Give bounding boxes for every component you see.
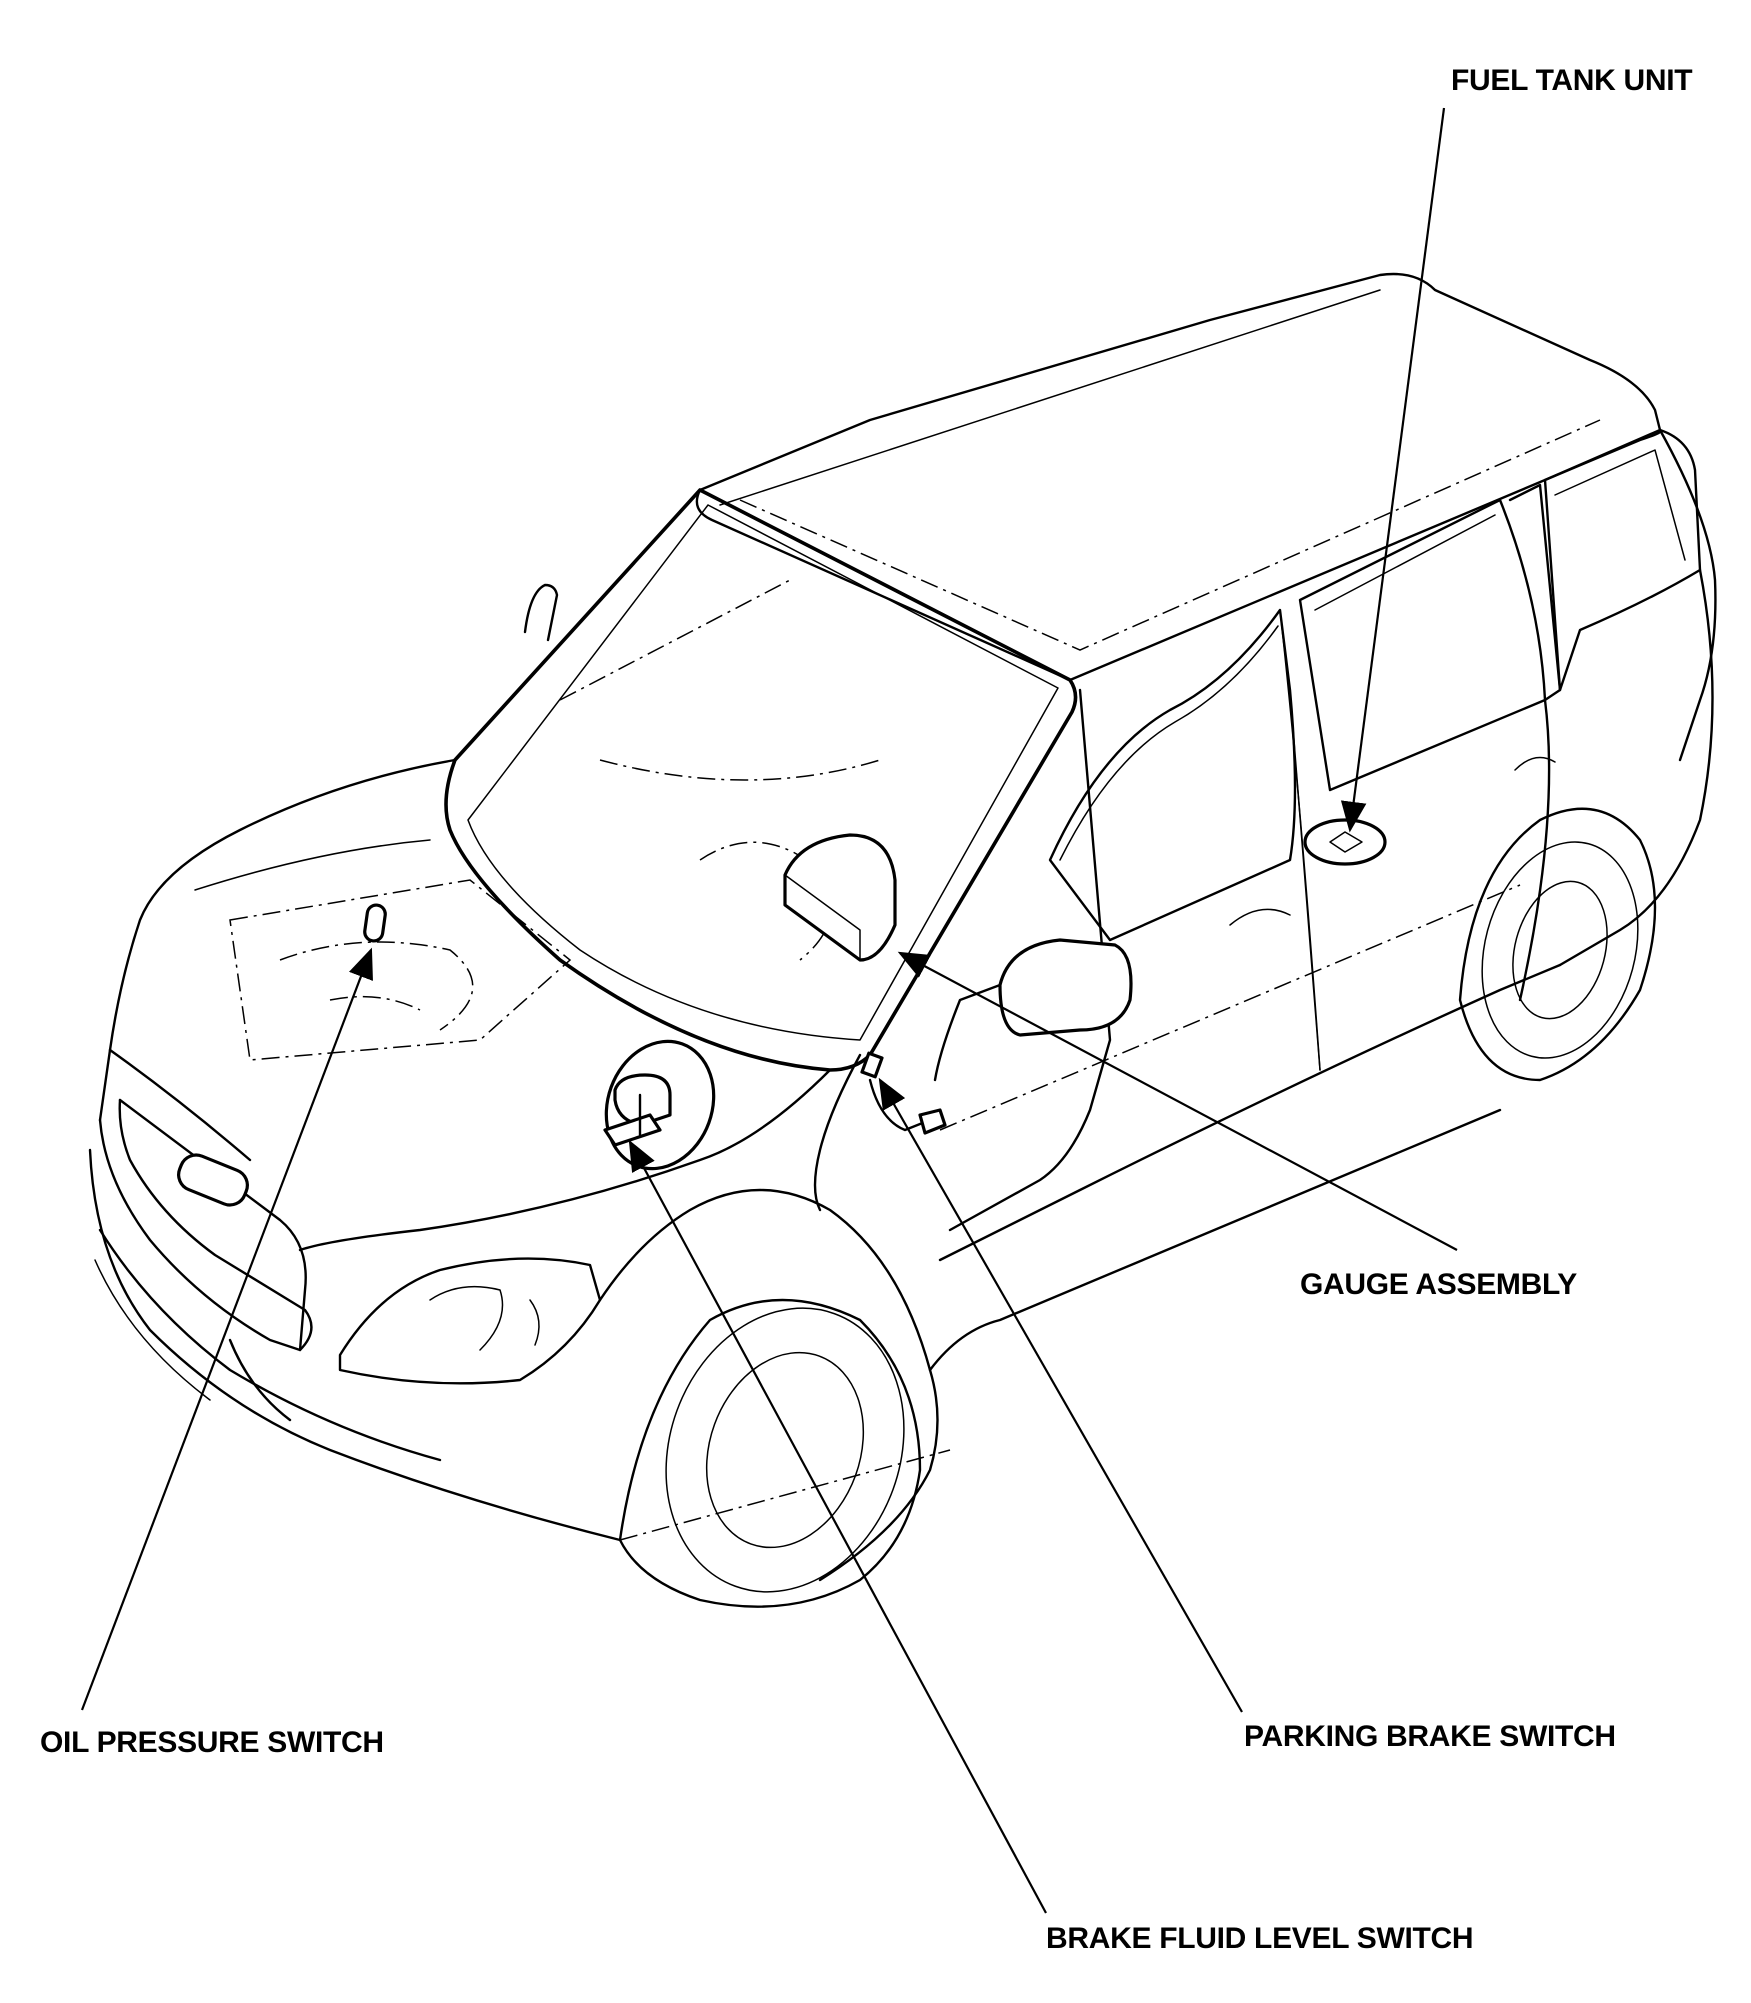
- label-parking-brake-switch: PARKING BRAKE SWITCH: [1244, 1720, 1616, 1753]
- leader-lines: [80, 107, 1458, 1914]
- leader-gauge-assembly: [897, 951, 1458, 1251]
- gauge-assembly-part: [783, 833, 897, 962]
- leader-fuel-tank-unit: [1340, 107, 1446, 833]
- label-gauge-assembly: GAUGE ASSEMBLY: [1300, 1268, 1577, 1301]
- label-oil-pressure-switch: OIL PRESSURE SWITCH: [40, 1726, 384, 1759]
- parking-brake-switch-part: [860, 1051, 947, 1135]
- oil-pressure-switch-part: [363, 903, 387, 943]
- label-brake-fluid-level-switch: BRAKE FLUID LEVEL SWITCH: [1046, 1922, 1474, 1955]
- leader-brake-fluid-level-switch: [628, 1139, 1047, 1914]
- vehicle-body: [88, 272, 1717, 1608]
- brake-fluid-level-switch-part: [603, 1039, 716, 1171]
- fuel-tank-unit-part: [1303, 818, 1387, 866]
- label-fuel-tank-unit: FUEL TANK UNIT: [1451, 64, 1693, 97]
- leader-parking-brake-switch: [878, 1077, 1243, 1713]
- leader-oil-pressure-switch: [80, 947, 373, 1711]
